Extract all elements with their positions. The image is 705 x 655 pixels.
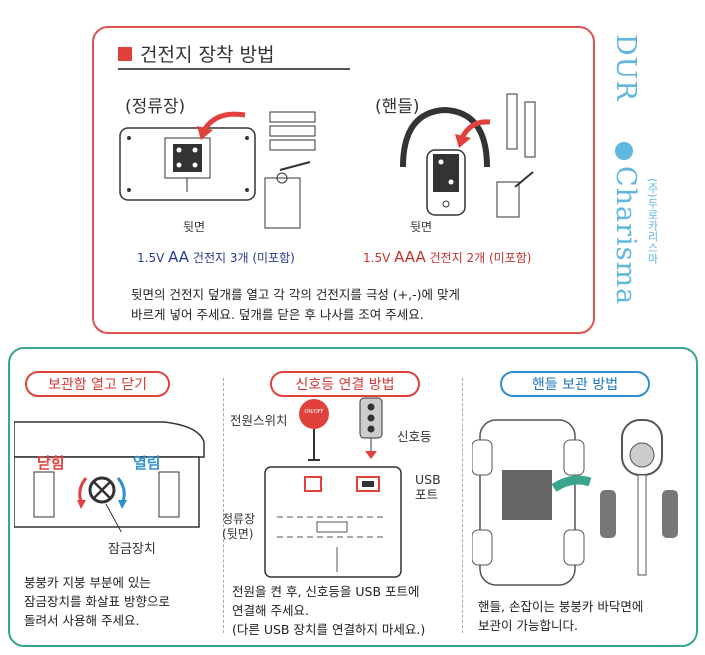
handle-storage-heading: 핸들 보관 방법: [500, 371, 650, 397]
battery-title-text: 건전지 장착 방법: [140, 40, 274, 67]
open-label: 열림: [133, 452, 161, 473]
station-label-line-2: (뒷면): [222, 527, 255, 542]
battery-instructions: 뒷면의 건전지 덮개를 열고 각 각의 건전지를 극성 (+,-)에 맞게 바르…: [131, 285, 460, 325]
section-divider-1: [223, 378, 224, 633]
handle-battery-illustration: [385, 92, 545, 232]
brand-word-2: Charisma: [610, 166, 641, 305]
instruction-line-2: 바르게 넣어 주세요. 덮개를 닫은 후 나사를 조여 주세요.: [131, 305, 460, 325]
brand-company-name: (주)두로카리스마: [644, 178, 660, 264]
usb-port-label: USB 포트: [415, 472, 441, 502]
usb-label-line-2: 포트: [415, 487, 441, 502]
signal-heading: 신호등 연결 방법: [270, 371, 420, 397]
handle-storage-illustration: [472, 400, 687, 590]
station-battery-illustration: [115, 110, 355, 235]
signal-line-3: (다른 USB 장치를 연결하지 마세요.): [232, 620, 425, 639]
title-marker-icon: [118, 47, 132, 61]
station-back-caption: 정류장 (뒷면): [222, 512, 255, 542]
handle-back-label: 뒷면: [410, 218, 432, 235]
instruction-line-1: 뒷면의 건전지 덮개를 열고 각 각의 건전지를 극성 (+,-)에 맞게: [131, 285, 460, 305]
battery-section-title: 건전지 장착 방법: [118, 40, 274, 67]
aa-voltage: 1.5V: [137, 251, 164, 265]
aaa-type: AAA: [394, 248, 426, 266]
aa-count: 건전지 3개 (미포함): [193, 251, 295, 265]
storage-line-1: 붕붕카 지붕 부분에 있는: [24, 573, 170, 592]
signal-light-label: 신호등: [397, 426, 432, 445]
signal-light-icon: [352, 393, 392, 463]
handle-instructions: 핸들, 손잡이는 붕붕카 바닥면에 보관이 가능합니다.: [478, 597, 643, 635]
power-icon-text: ON/OFF: [302, 409, 326, 415]
brand-word-1: DUR: [610, 34, 641, 102]
brand-dot-icon: [615, 142, 633, 160]
section-divider-2: [462, 378, 463, 633]
lock-label: 잠금장치: [108, 538, 156, 557]
power-switch-label: 전원스위치: [230, 410, 288, 429]
storage-instructions: 붕붕카 지붕 부분에 있는 잠금장치를 화살표 방향으로 돌려서 사용해 주세요…: [24, 573, 170, 630]
storage-heading: 보관함 열고 닫기: [25, 371, 170, 397]
storage-line-3: 돌려서 사용해 주세요.: [24, 611, 170, 630]
aa-type: AA: [168, 248, 189, 266]
aaa-battery-spec: 1.5V AAA 건전지 2개 (미포함): [363, 248, 532, 266]
station-board-illustration: [257, 462, 407, 582]
storage-line-2: 잠금장치를 화살표 방향으로: [24, 592, 170, 611]
close-label: 닫힘: [37, 452, 65, 473]
handle-line-1: 핸들, 손잡이는 붕붕카 바닥면에: [478, 597, 643, 616]
aaa-count: 건전지 2개 (미포함): [430, 251, 532, 265]
brand-logo: DUR Charisma: [610, 34, 644, 334]
station-back-label: 뒷면: [183, 218, 205, 235]
usb-label-line-1: USB: [415, 472, 441, 487]
aaa-voltage: 1.5V: [363, 251, 390, 265]
aa-battery-spec: 1.5V AA 건전지 3개 (미포함): [137, 248, 295, 266]
title-underline: [118, 68, 350, 70]
handle-line-2: 보관이 가능합니다.: [478, 616, 643, 635]
station-label-line-1: 정류장: [222, 512, 255, 527]
signal-instructions: 전원을 켠 후, 신호등을 USB 포트에 연결해 주세요. (다른 USB 장…: [232, 582, 425, 639]
signal-line-1: 전원을 켠 후, 신호등을 USB 포트에: [232, 582, 425, 601]
signal-line-2: 연결해 주세요.: [232, 601, 425, 620]
